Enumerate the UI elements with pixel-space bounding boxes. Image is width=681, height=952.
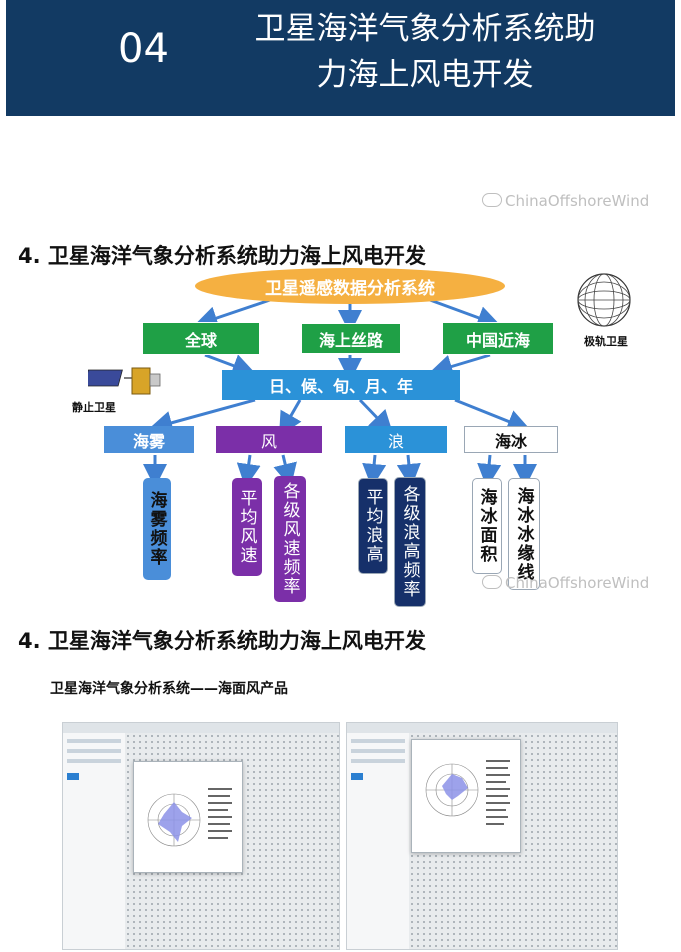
polar-satellite-label: 极轨卫星 xyxy=(584,335,628,348)
wind-rose-chart xyxy=(147,788,232,847)
leaf-wind-speed-frequency: 各级风速频率 xyxy=(274,476,306,602)
watermark: ChinaOffshoreWind xyxy=(482,192,649,210)
category-wave: 浪 xyxy=(345,426,447,453)
header-banner xyxy=(6,0,675,116)
region-global: 全球 xyxy=(142,322,260,355)
region-maritime-silk-road: 海上丝路 xyxy=(301,323,401,354)
section2-heading: 4. 卫星海洋气象分析系统助力海上风电开发 xyxy=(18,629,426,653)
leaf-sea-ice-edge: 海冰冰缘线 xyxy=(508,478,540,590)
watermark: ChinaOffshoreWind xyxy=(482,574,649,592)
banner-title-line1: 卫星海洋气象分析系统助 xyxy=(254,11,596,47)
leaf-mean-wave-height: 平均浪高 xyxy=(358,478,388,574)
geostationary-satellite-icon xyxy=(88,367,161,395)
leaf-mean-wind-speed: 平均风速 xyxy=(232,478,262,576)
section1-heading: 4. 卫星海洋气象分析系统助力海上风电开发 xyxy=(18,244,426,268)
diagram-arrows xyxy=(143,298,537,488)
polar-satellite-globe-icon xyxy=(577,273,631,327)
banner-title: 卫星海洋气象分析系统助 力海上风电开发 xyxy=(190,6,660,98)
root-system-ellipse: 卫星遥感数据分析系统 xyxy=(195,268,505,304)
wechat-icon xyxy=(482,575,502,589)
region-china-coast: 中国近海 xyxy=(442,322,554,355)
time-scale-box: 日、候、旬、月、年 xyxy=(222,370,460,400)
wind-rose-chart xyxy=(425,760,510,825)
geostationary-satellite-label: 静止卫星 xyxy=(72,401,116,414)
category-wind: 风 xyxy=(216,426,322,453)
leaf-wave-height-frequency: 各级浪高频率 xyxy=(394,477,426,607)
wind-product-screenshot-2 xyxy=(346,722,618,950)
category-sea-ice: 海冰 xyxy=(464,426,558,453)
category-fog: 海雾 xyxy=(104,426,194,453)
leaf-sea-ice-area: 海冰面积 xyxy=(472,478,502,574)
wechat-icon xyxy=(482,193,502,207)
leaf-fog-frequency: 海雾频率 xyxy=(143,478,171,580)
banner-title-line2: 力海上风电开发 xyxy=(316,57,534,93)
wind-product-screenshot-1 xyxy=(62,722,340,950)
section-number: 04 xyxy=(118,26,169,72)
section2-subheading: 卫星海洋气象分析系统——海面风产品 xyxy=(50,681,288,697)
